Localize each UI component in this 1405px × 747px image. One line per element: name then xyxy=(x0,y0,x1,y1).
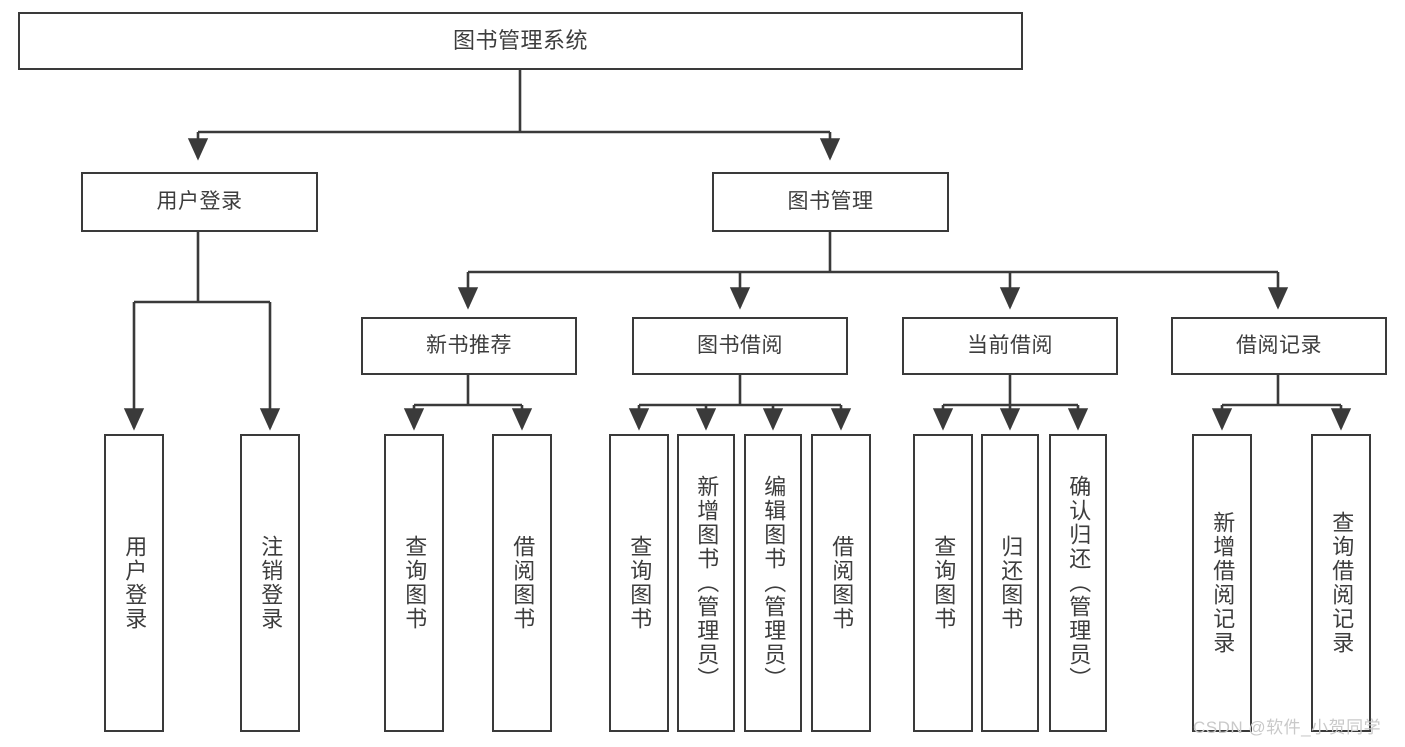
node-label: 编辑图书（管理员） xyxy=(761,475,787,691)
node-leaf-add-book-admin[interactable]: 新增图书（管理员） xyxy=(677,434,735,732)
node-label: 借阅图书 xyxy=(510,535,536,631)
node-label: 当前借阅 xyxy=(967,334,1053,358)
node-book-borrow[interactable]: 图书借阅 xyxy=(632,317,848,375)
node-label: 归还图书 xyxy=(998,535,1024,631)
node-leaf-query-borrow-record[interactable]: 查询借阅记录 xyxy=(1311,434,1371,732)
node-label: 查询图书 xyxy=(402,535,428,631)
node-label: 新增图书（管理员） xyxy=(694,475,720,691)
node-leaf-confirm-return-admin[interactable]: 确认归还（管理员） xyxy=(1049,434,1107,732)
node-leaf-borrow-book-recommend[interactable]: 借阅图书 xyxy=(492,434,552,732)
node-label: 查询图书 xyxy=(627,535,653,631)
node-leaf-user-login[interactable]: 用户登录 xyxy=(104,434,164,732)
node-leaf-add-borrow-record[interactable]: 新增借阅记录 xyxy=(1192,434,1252,732)
node-leaf-query-book-recommend[interactable]: 查询图书 xyxy=(384,434,444,732)
node-leaf-logout[interactable]: 注销登录 xyxy=(240,434,300,732)
node-label: 图书管理系统 xyxy=(452,27,588,53)
csdn-watermark: CSDN @软件_小贺同学 xyxy=(1193,718,1382,737)
node-root-book-management-system[interactable]: 图书管理系统 xyxy=(18,12,1023,70)
node-user-login[interactable]: 用户登录 xyxy=(81,172,318,232)
node-leaf-query-book-borrow[interactable]: 查询图书 xyxy=(609,434,669,732)
node-book-management[interactable]: 图书管理 xyxy=(712,172,949,232)
node-label: 图书借阅 xyxy=(697,334,783,358)
node-new-book-recommend[interactable]: 新书推荐 xyxy=(361,317,577,375)
node-label: 新书推荐 xyxy=(426,334,512,358)
node-label: 查询借阅记录 xyxy=(1329,511,1355,655)
node-label: 新增借阅记录 xyxy=(1210,511,1236,655)
node-label: 借阅图书 xyxy=(829,535,855,631)
node-label: 用户登录 xyxy=(156,190,243,214)
node-label: 查询图书 xyxy=(931,535,957,631)
node-leaf-query-book-current[interactable]: 查询图书 xyxy=(913,434,973,732)
node-label: 图书管理 xyxy=(787,190,874,214)
node-label: 用户登录 xyxy=(122,535,148,631)
node-current-borrow[interactable]: 当前借阅 xyxy=(902,317,1118,375)
node-leaf-edit-book-admin[interactable]: 编辑图书（管理员） xyxy=(744,434,802,732)
node-label: 借阅记录 xyxy=(1236,334,1322,358)
node-label: 确认归还（管理员） xyxy=(1066,475,1092,691)
node-borrow-record[interactable]: 借阅记录 xyxy=(1171,317,1387,375)
node-leaf-borrow-book[interactable]: 借阅图书 xyxy=(811,434,871,732)
node-label: 注销登录 xyxy=(258,535,284,631)
node-leaf-return-book[interactable]: 归还图书 xyxy=(981,434,1039,732)
